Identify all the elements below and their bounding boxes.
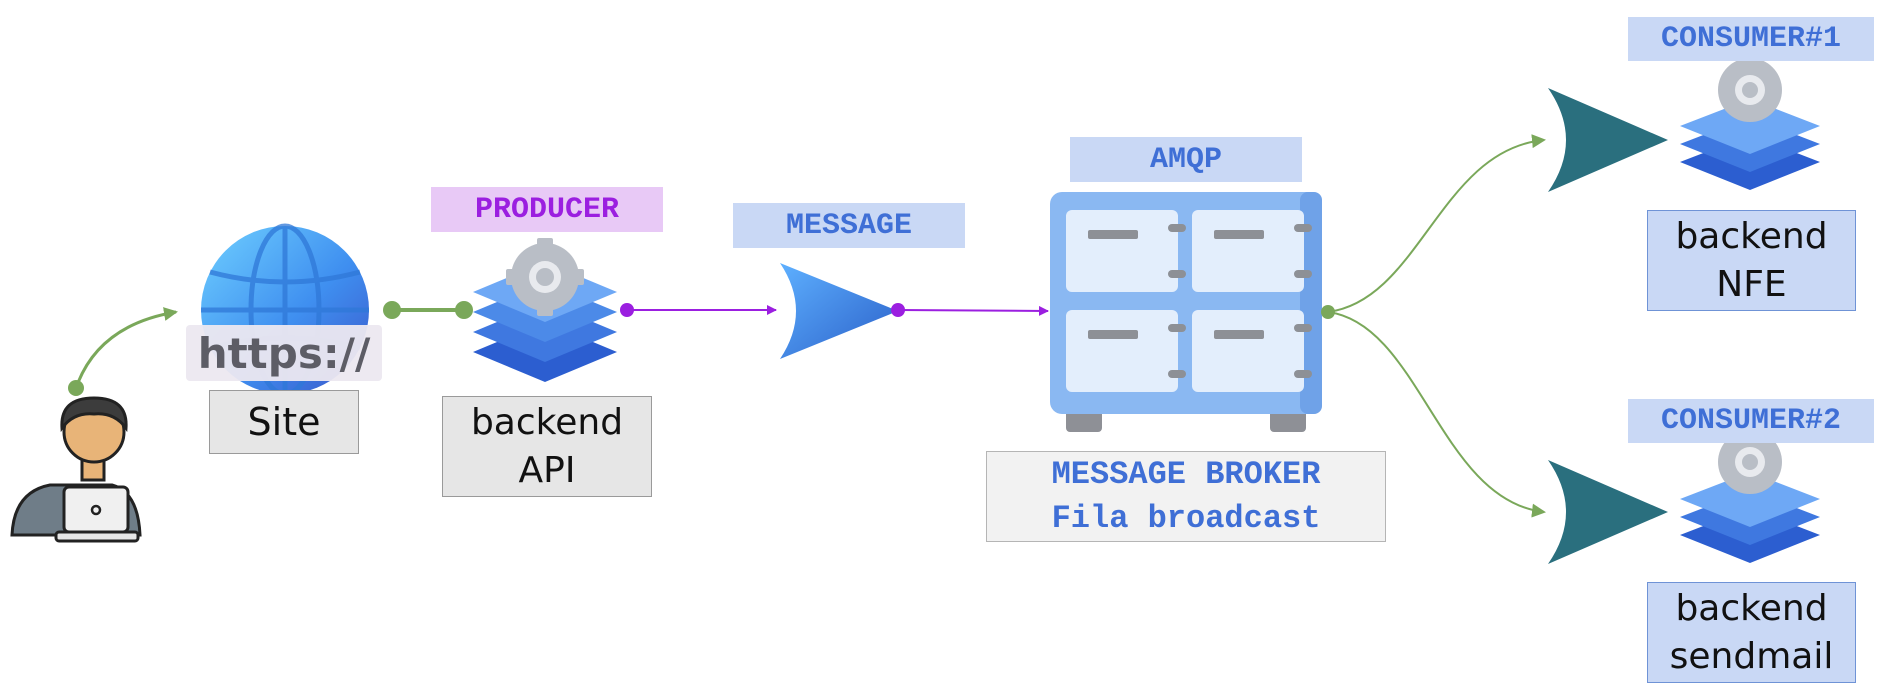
message-tag: MESSAGE xyxy=(733,203,965,248)
https-label: https:// xyxy=(186,325,382,381)
producer-box-line1: backend xyxy=(470,401,624,443)
consumer1-tag-label: CONSUMER#1 xyxy=(1660,22,1842,56)
send-arrow-icon xyxy=(1548,460,1668,564)
site-box: Site xyxy=(209,390,359,454)
consumer2-box-line1: backend xyxy=(1675,587,1828,629)
amqp-tag: AMQP xyxy=(1070,137,1302,182)
https-label-text: https:// xyxy=(197,328,371,378)
consumer2-tag-label: CONSUMER#2 xyxy=(1660,404,1842,438)
broker-box-line1: MESSAGE BROKER xyxy=(1051,455,1321,493)
broker-box: MESSAGE BROKER Fila broadcast xyxy=(986,451,1386,542)
gear-icon xyxy=(506,238,584,316)
server-stack-icon xyxy=(1680,472,1820,563)
consumer1-tag: CONSUMER#1 xyxy=(1628,17,1874,61)
producer-tag: PRODUCER xyxy=(431,187,663,232)
server-stack-icon xyxy=(1680,99,1820,190)
send-arrow-icon xyxy=(1548,88,1668,192)
send-arrow-icon xyxy=(780,263,898,359)
amqp-tag-label: AMQP xyxy=(1149,142,1222,177)
gear-icon xyxy=(1718,430,1782,494)
consumer2-tag: CONSUMER#2 xyxy=(1628,399,1874,443)
gear-icon xyxy=(1718,58,1782,122)
producer-box: backend API xyxy=(442,396,652,497)
consumer1-box-line1: backend xyxy=(1675,215,1828,257)
producer-box-line2: API xyxy=(518,449,576,491)
consumer1-box: backend NFE xyxy=(1647,210,1856,311)
message-tag-label: MESSAGE xyxy=(785,208,913,243)
broker-box-line2: Fila broadcast xyxy=(1051,499,1321,537)
connector-user-site xyxy=(68,307,178,396)
site-label: Site xyxy=(247,400,321,444)
producer-tag-label: PRODUCER xyxy=(474,192,620,227)
consumer1-box-line2: NFE xyxy=(1716,263,1787,305)
connector-site-api xyxy=(383,301,473,319)
consumer2-box-line2: sendmail xyxy=(1669,635,1834,677)
connector-api-message xyxy=(620,303,777,317)
connector-broker-consumers xyxy=(1321,134,1546,518)
cabinet-icon xyxy=(1050,192,1322,432)
consumer2-box: backend sendmail xyxy=(1647,582,1856,683)
user-laptop-icon xyxy=(10,396,142,543)
connector-message-broker xyxy=(891,303,1049,317)
